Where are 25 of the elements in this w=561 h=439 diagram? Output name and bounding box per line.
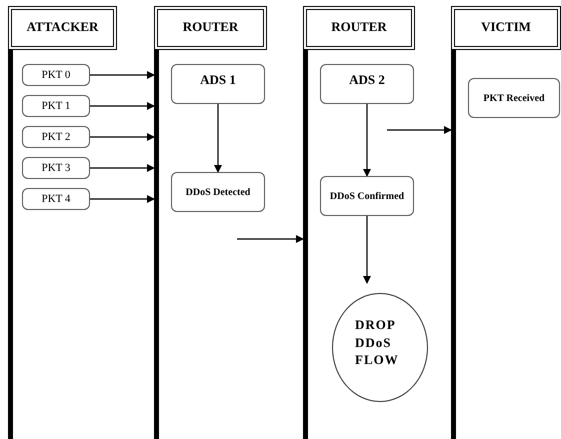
process-box: PKT 3	[22, 157, 90, 179]
lane-header: ROUTER	[154, 6, 267, 50]
arrow	[363, 104, 371, 177]
process-box: ADS 2	[320, 64, 414, 104]
process-box: PKT 1	[22, 95, 90, 117]
arrow	[90, 71, 155, 79]
arrow	[90, 164, 155, 172]
arrow	[363, 216, 371, 284]
arrow	[237, 235, 304, 243]
process-box: ADS 1	[171, 64, 265, 104]
arrow	[90, 195, 155, 203]
process-box: PKT Received	[468, 78, 560, 118]
lane-header: ROUTER	[303, 6, 415, 50]
action-circle: DROP DDoS FLOW	[332, 293, 428, 402]
process-box: PKT 4	[22, 188, 90, 210]
arrow	[90, 133, 155, 141]
arrow	[214, 104, 222, 173]
lane-header: ATTACKER	[8, 6, 117, 50]
arrow	[387, 126, 452, 134]
process-box: DDoS Confirmed	[320, 176, 414, 216]
lane-header: VICTIM	[451, 6, 561, 50]
process-box: PKT 0	[22, 64, 90, 86]
process-box: PKT 2	[22, 126, 90, 148]
arrow	[90, 102, 155, 110]
process-box: DDoS Detected	[171, 172, 265, 212]
